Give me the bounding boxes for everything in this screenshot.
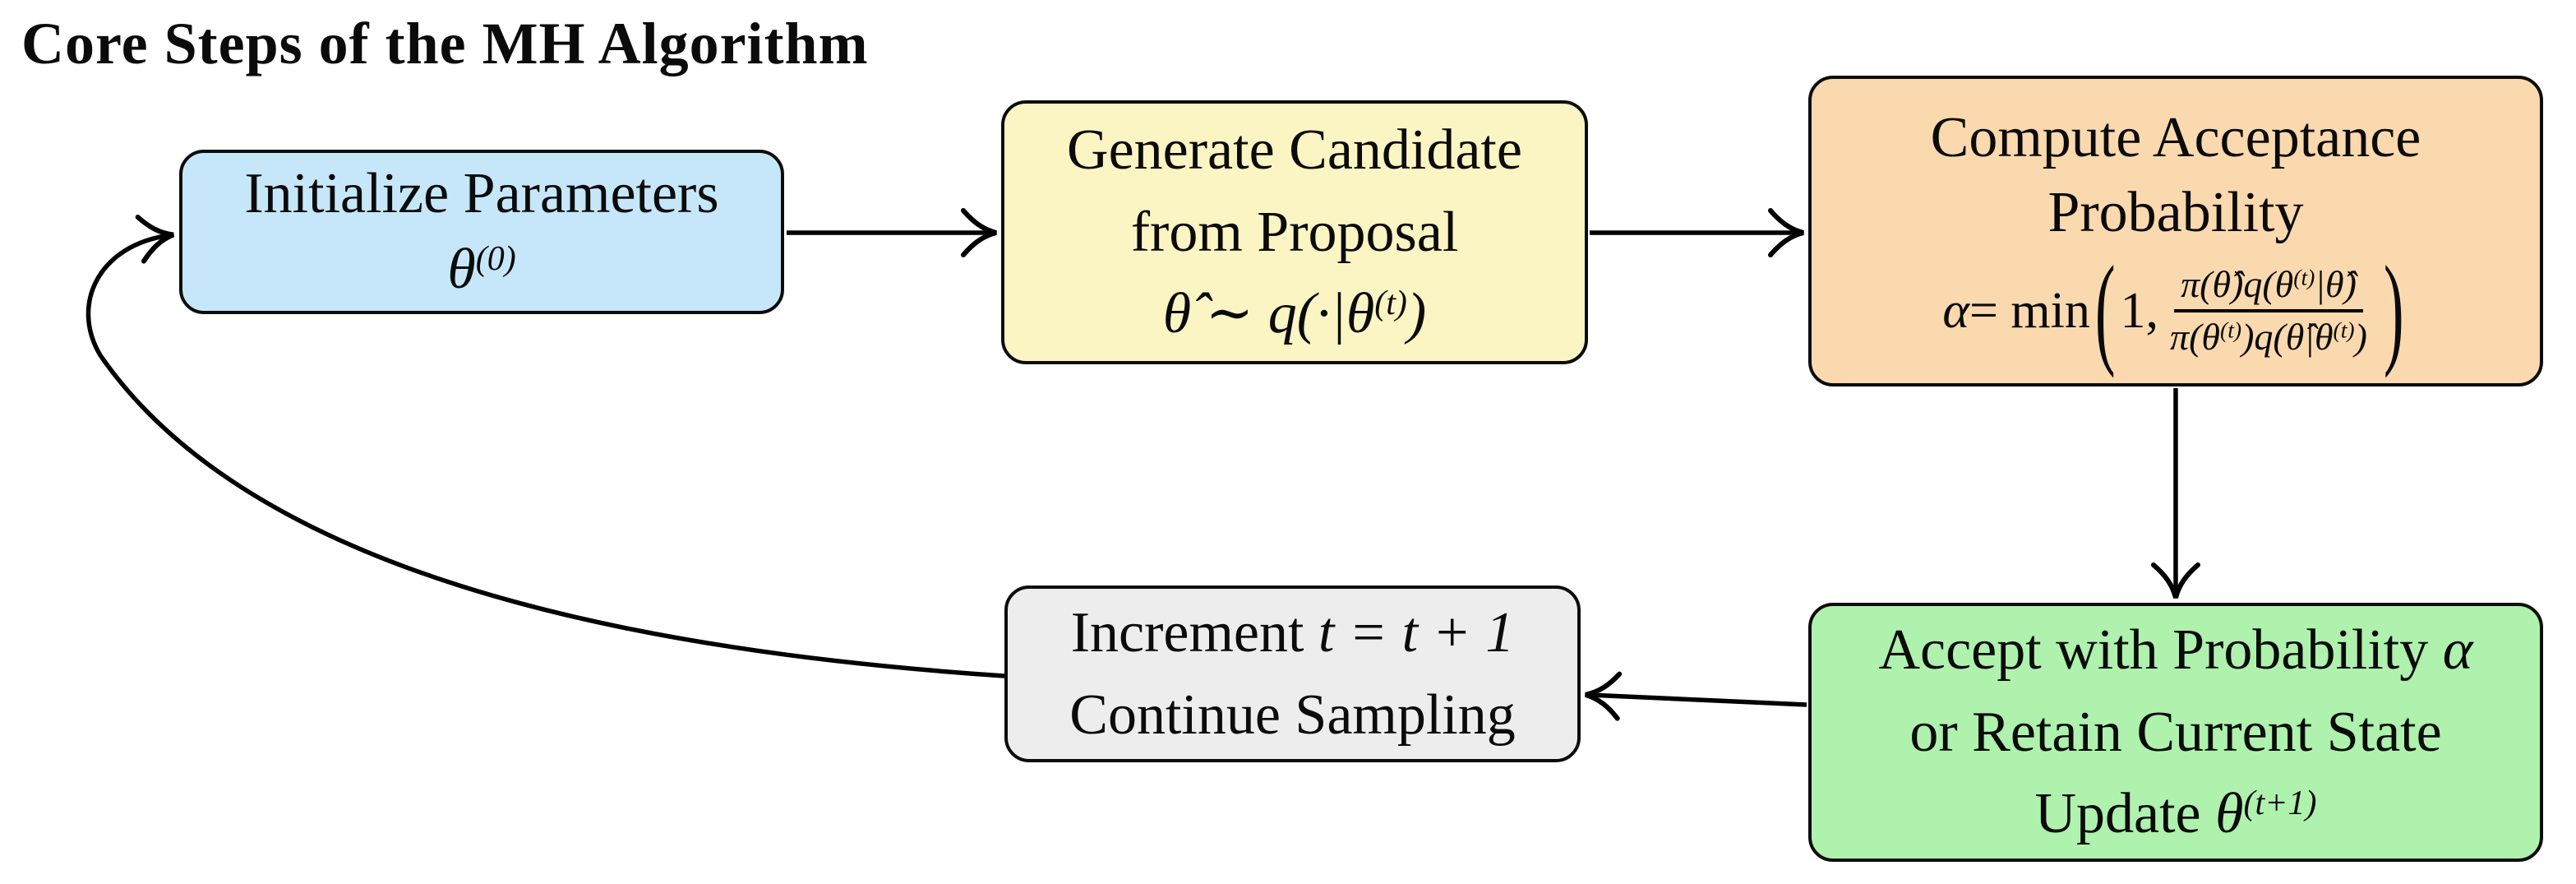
open-paren: (	[2094, 241, 2116, 380]
step-text: Compute Acceptance	[1930, 105, 2421, 169]
step-text: or Retain Current State	[1909, 700, 2442, 764]
step-math: θ(0)	[447, 238, 516, 301]
step-text: from Proposal	[1130, 200, 1459, 264]
diagram-title: Core Steps of the MH Algorithm	[21, 11, 869, 76]
step-generate-candidate: Generate Candidate from Proposal θ̂ ∼ q(…	[1001, 100, 1588, 364]
arrow-accept-to-increment	[1585, 671, 1807, 721]
arrow-increment-loop-to-initialize	[85, 215, 1005, 678]
step-math: θ̂ ∼ q(·|θ(t))	[1162, 282, 1427, 346]
step-text: Generate Candidate	[1067, 118, 1522, 183]
step-text: Initialize Parameters	[244, 161, 719, 225]
acceptance-formula: α = min ( 1, π(θ̂)q(θ(t)|θ̂) π(θ(t))q(θ̂…	[1942, 241, 2404, 380]
step-initialize-parameters: Initialize Parameters θ(0)	[179, 150, 784, 314]
ratio-denominator: π(θ(t))q(θ̂|θ(t))	[2170, 315, 2367, 358]
step-compute-acceptance: Compute Acceptance Probability α = min (…	[1808, 76, 2543, 386]
acceptance-ratio: π(θ̂)q(θ(t)|θ̂) π(θ(t))q(θ̂|θ(t))	[2163, 260, 2374, 362]
step-text: Continue Sampling	[1069, 683, 1516, 747]
close-paren: )	[2383, 241, 2404, 380]
step-text: Probability	[2047, 181, 2304, 245]
ratio-numerator: π(θ̂)q(θ(t)|θ̂)	[2174, 260, 2363, 312]
